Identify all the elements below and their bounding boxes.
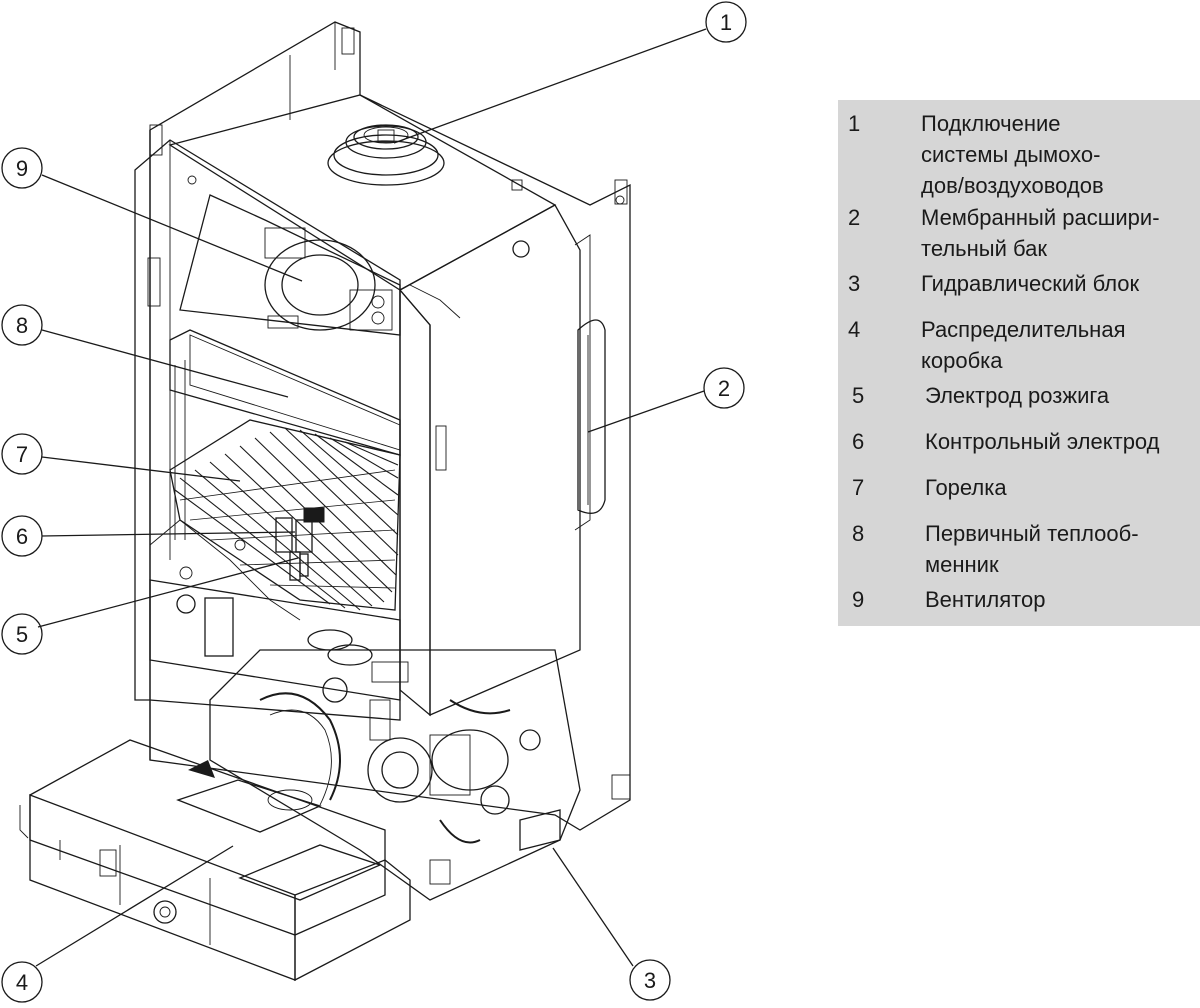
legend-line: Подключение bbox=[921, 111, 1061, 136]
legend-line: Вентилятор bbox=[925, 587, 1046, 612]
legend-line: Мембранный расшири- bbox=[921, 205, 1160, 230]
legend-text: Вентилятор bbox=[925, 584, 1200, 615]
callout-9-label: 9 bbox=[16, 156, 28, 181]
legend-text: Горелка bbox=[925, 472, 1200, 503]
legend-line: системы дымохо- bbox=[921, 142, 1101, 167]
callout-1-label: 1 bbox=[720, 10, 732, 35]
legend-line: менник bbox=[925, 552, 999, 577]
callout-8: 8 bbox=[1, 304, 43, 346]
callout-4: 4 bbox=[1, 961, 43, 1003]
legend-num: 1 bbox=[848, 111, 861, 136]
legend-num: 4 bbox=[848, 317, 861, 342]
legend-line: Гидравлический блок bbox=[921, 271, 1140, 296]
callout-3: 3 bbox=[629, 959, 671, 1001]
callout-6: 6 bbox=[1, 515, 43, 557]
legend-line: Первичный теплооб- bbox=[925, 521, 1139, 546]
legend-num: 3 bbox=[848, 271, 861, 296]
legend-panel: 1 Подключение системы дымохо- дов/воздух… bbox=[838, 100, 1200, 626]
legend-num: 6 bbox=[852, 429, 865, 454]
legend-num: 5 bbox=[852, 383, 865, 408]
combustion-chamber bbox=[168, 94, 581, 717]
legend-num: 8 bbox=[852, 521, 865, 546]
electrodes bbox=[275, 507, 325, 581]
legend-text: Первичный теплооб- менник bbox=[925, 518, 1200, 580]
legend-line: дов/воздуховодов bbox=[921, 173, 1104, 198]
callout-7: 7 bbox=[1, 433, 43, 475]
legend-line: тельный бак bbox=[921, 236, 1047, 261]
leader-lines bbox=[35, 28, 707, 967]
fan-unit bbox=[179, 194, 401, 336]
callout-1: 1 bbox=[705, 1, 747, 43]
hydraulic-block bbox=[209, 649, 581, 901]
legend-text: Мембранный расшири- тельный бак bbox=[921, 202, 1200, 264]
callout-5: 5 bbox=[1, 613, 43, 655]
legend-num: 2 bbox=[848, 205, 861, 230]
callout-8-label: 8 bbox=[16, 313, 28, 338]
callout-9: 9 bbox=[1, 147, 43, 189]
legend-line: Горелка bbox=[925, 475, 1007, 500]
legend-line: Распределительная bbox=[921, 317, 1126, 342]
callout-5-label: 5 bbox=[16, 622, 28, 647]
legend-text: Электрод розжига bbox=[925, 380, 1200, 411]
callout-2-label: 2 bbox=[718, 376, 730, 401]
callout-4-label: 4 bbox=[16, 970, 28, 995]
primary-heat-exchanger bbox=[169, 329, 401, 540]
burner-grid bbox=[149, 419, 401, 621]
electronics-box bbox=[19, 739, 411, 982]
legend-line: коробка bbox=[921, 348, 1003, 373]
callout-2: 2 bbox=[703, 367, 745, 409]
legend-text: Контрольный электрод bbox=[925, 426, 1200, 457]
legend-num: 7 bbox=[852, 475, 865, 500]
legend-text: Распределительная коробка bbox=[921, 314, 1200, 376]
callout-6-label: 6 bbox=[16, 524, 28, 549]
legend-line: Контрольный электрод bbox=[925, 429, 1160, 454]
legend-text: Гидравлический блок bbox=[921, 268, 1200, 299]
callout-7-label: 7 bbox=[16, 442, 28, 467]
legend-num: 9 bbox=[852, 587, 865, 612]
callout-3-label: 3 bbox=[644, 968, 656, 993]
expansion-vessel bbox=[577, 319, 606, 514]
legend-text: Подключение системы дымохо- дов/воздухов… bbox=[921, 108, 1200, 201]
legend-line: Электрод розжига bbox=[925, 383, 1110, 408]
lower-compartment bbox=[149, 579, 409, 701]
flue-connection bbox=[327, 124, 445, 186]
